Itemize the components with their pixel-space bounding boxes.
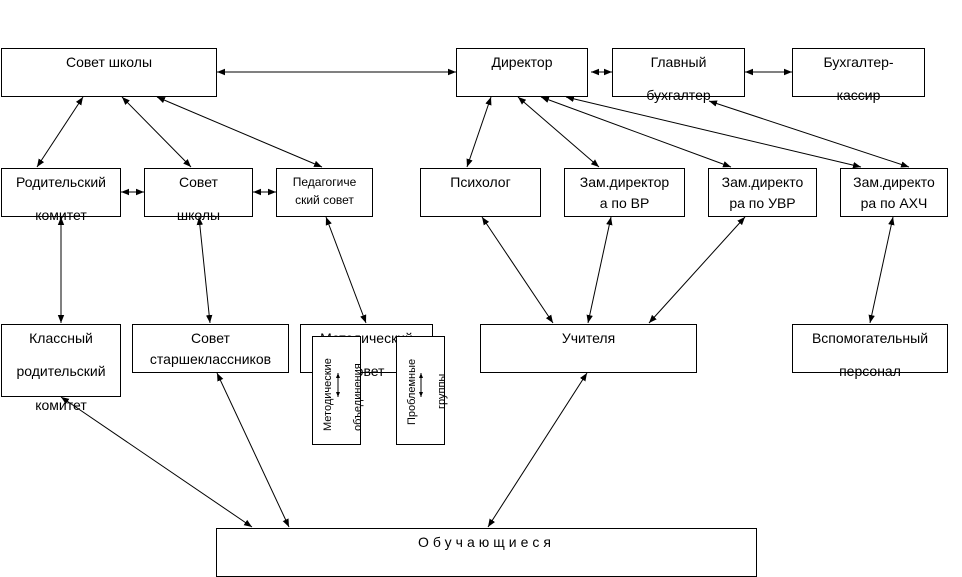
arrow-psiholog-uchitelya	[481, 216, 554, 324]
node-pedagogichesky-sovet: Педагогиче ский совет	[276, 168, 373, 217]
node-sovet-shkoly-top: Совет школы	[1, 48, 217, 97]
node-sovet-starsheklassnikov: Совет старшеклассников	[132, 324, 289, 373]
node-label: бухгалтер	[646, 87, 711, 103]
node-uchitelya: Учителя	[480, 324, 697, 373]
arrow-zamvr-uchitelya	[586, 216, 613, 324]
node-label: старшеклассников	[149, 351, 272, 367]
node-label: Педагогиче	[292, 175, 357, 189]
node-label: Совет	[179, 174, 218, 190]
node-label: Родительский	[16, 174, 106, 190]
node-label: ра по УВР	[729, 195, 796, 211]
node-label: Зам.директо	[853, 174, 935, 190]
arrow-uchitelya-obuch	[487, 372, 588, 528]
node-label: Классный	[29, 330, 93, 346]
arrow-sovet-rodkomitet	[36, 96, 84, 168]
arrow-klassny-obuch	[60, 396, 253, 528]
arrow-zamahch-vspomog	[868, 216, 895, 324]
node-label: Зам.директор	[579, 174, 670, 190]
node-vspomogatelny-personal: Вспомогательный персонал	[792, 324, 948, 378]
arrow-pedsovet-metodsovet	[325, 216, 367, 324]
node-label: группы	[436, 373, 448, 409]
node-zam-uvr: Зам.директо ра по УВР	[708, 168, 817, 217]
node-problemnye-gruppy: Проблемные группы	[396, 336, 448, 445]
node-label: Учителя	[561, 330, 616, 346]
node-label: Проблемные	[406, 358, 418, 425]
node-label: Совет школы	[65, 54, 153, 70]
node-klassny-komitet: Классный родительский комитет	[1, 324, 121, 412]
node-label: Бухгалтер-	[823, 54, 894, 70]
node-glavny-buhgalter: Главный бухгалтер	[612, 48, 745, 102]
node-label: ра по АХЧ	[860, 195, 928, 211]
arrow-direktor-zamahch	[565, 95, 862, 169]
arrow-direktor-zamvr	[517, 96, 600, 168]
arrow-direktor-zamuvr	[540, 96, 732, 168]
node-label: объединения	[352, 363, 364, 431]
node-label: ский совет	[295, 193, 354, 207]
node-label: Главный	[650, 54, 707, 70]
node-psiholog: Психолог	[420, 168, 541, 217]
arrow-starsh-obuch	[216, 372, 290, 528]
node-buhgalter-kassir: Бухгалтер- кассир	[792, 48, 925, 102]
node-obuchayushiesya: Обучающиеся	[216, 528, 757, 577]
node-roditelsky-komitet: Родительский комитет	[1, 168, 121, 222]
node-label: а по ВР	[599, 195, 650, 211]
node-sovet-shkoly-mid: Совет школы	[144, 168, 253, 222]
arrow-zamuvr-uchitelya	[648, 216, 746, 324]
node-zam-ahch: Зам.директо ра по АХЧ	[840, 168, 948, 217]
node-label: родительский	[16, 363, 106, 379]
node-label: комитет	[35, 207, 87, 223]
arrow-sovet-pedsovet	[156, 96, 323, 168]
node-label: Зам.директо	[721, 174, 804, 190]
node-label: Обучающиеся	[418, 534, 555, 550]
node-label: Методические	[322, 358, 334, 431]
node-zam-vr: Зам.директор а по ВР	[564, 168, 685, 217]
arrow-kassir-zamahch	[708, 100, 910, 168]
node-label: Психолог	[450, 174, 511, 190]
node-label: Вспомогательный	[811, 330, 929, 346]
node-label: персонал	[839, 363, 901, 379]
node-label: комитет	[35, 397, 87, 413]
arrow-sovetshkoly-starsh	[196, 216, 213, 324]
node-label: Совет	[191, 330, 230, 346]
node-direktor: Директор	[456, 48, 588, 97]
node-label: школы	[176, 207, 221, 223]
node-label: кассир	[836, 87, 881, 103]
node-metodicheskie-obedineniya: Методические объединения	[312, 336, 364, 445]
arrow-direktor-psiholog	[466, 96, 492, 168]
node-label: Директор	[491, 54, 553, 70]
